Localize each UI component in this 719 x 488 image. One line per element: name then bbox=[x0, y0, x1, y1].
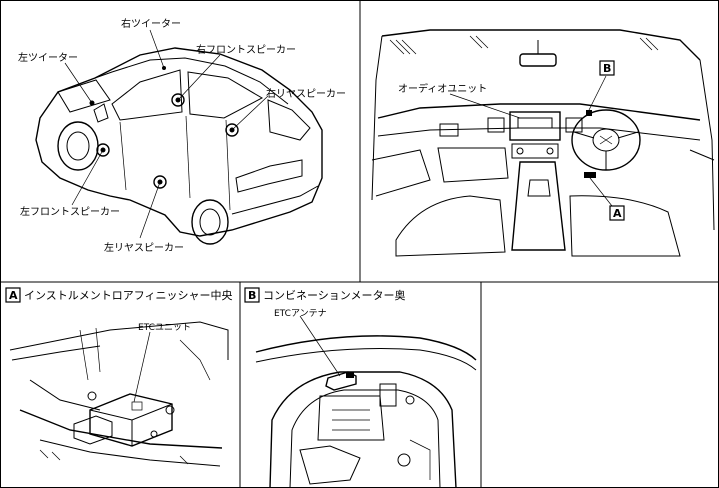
marker-b-box bbox=[599, 60, 615, 76]
detail-a-illustration bbox=[9, 321, 229, 467]
right-tweeter-label: 右ツイーター bbox=[121, 17, 181, 30]
audio-unit-box bbox=[509, 111, 561, 141]
car-illustration bbox=[35, 47, 323, 245]
left-front-speaker-label: 左フロントスピーカー bbox=[20, 205, 120, 218]
dashboard-leader-lines bbox=[449, 75, 613, 207]
detail-a-caption: A インストルメントロアフィニッシャー中央 bbox=[5, 287, 233, 303]
marker-a-letter: A bbox=[613, 207, 622, 220]
left-rear-speaker-mark bbox=[153, 175, 167, 189]
etc-unit-shape bbox=[89, 393, 173, 447]
right-rear-speaker-label: 右リヤスピーカー bbox=[266, 87, 346, 100]
marker-a-box bbox=[609, 205, 625, 221]
marker-b-location bbox=[586, 110, 592, 116]
detail-b-caption-text: コンビネーションメーター奥 bbox=[263, 288, 405, 302]
marker-a-location bbox=[584, 172, 596, 178]
detail-a-leader bbox=[133, 331, 151, 403]
car-leader-lines bbox=[64, 29, 269, 239]
left-tweeter-label: 左ツイーター bbox=[18, 51, 78, 64]
detail-b-leader bbox=[299, 315, 341, 377]
etc-unit-label: ETCユニット bbox=[138, 323, 191, 333]
dashboard-labels: オーディオユニット B A bbox=[398, 60, 625, 221]
car-labels: 右ツイーター 左ツイーター 右フロントスピーカー 右リヤスピーカー 左フロントス… bbox=[18, 17, 346, 254]
right-rear-speaker-mark bbox=[225, 123, 239, 137]
audio-unit-label: オーディオユニット bbox=[398, 82, 487, 95]
detail-b-illustration bbox=[255, 335, 477, 488]
detail-a-letter: A bbox=[9, 289, 18, 302]
detail-a-caption-text: インストルメントロアフィニッシャー中央 bbox=[24, 289, 233, 302]
marker-b-letter: B bbox=[603, 62, 611, 75]
right-front-speaker-label: 右フロントスピーカー bbox=[196, 43, 296, 56]
detail-b-caption: B コンビネーションメーター奥 bbox=[244, 287, 405, 303]
etc-antenna-label: ETCアンテナ bbox=[274, 308, 327, 319]
detail-b-letter: B bbox=[248, 289, 256, 302]
left-rear-speaker-label: 左リヤスピーカー bbox=[104, 241, 184, 254]
dashboard-illustration bbox=[371, 29, 715, 257]
right-front-speaker-mark bbox=[171, 93, 185, 107]
left-front-speaker-mark bbox=[96, 143, 110, 157]
